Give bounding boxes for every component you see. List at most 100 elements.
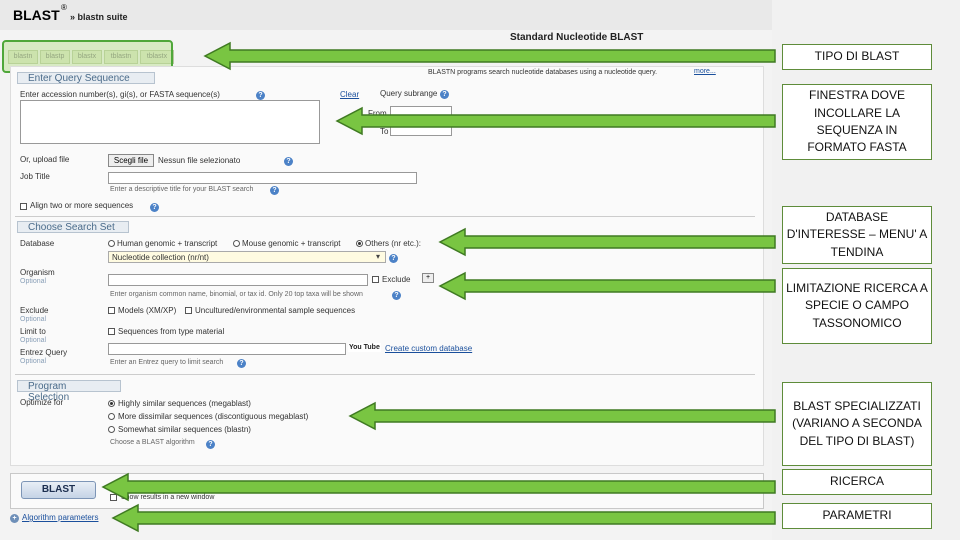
- help-icon[interactable]: ?: [284, 157, 293, 166]
- algorithm-hint: Choose a BLAST algorithm: [110, 439, 195, 446]
- tab-blastx[interactable]: blastx: [72, 50, 102, 64]
- help-icon[interactable]: ?: [270, 186, 279, 195]
- accession-label: Enter accession number(s), gi(s), or FAS…: [20, 90, 220, 99]
- limit-optional: Optional: [20, 337, 47, 344]
- from-label: From: [368, 109, 387, 118]
- blastn-radio[interactable]: [108, 426, 115, 433]
- arrow-ricerca: [101, 472, 776, 502]
- help-icon[interactable]: ?: [389, 254, 398, 263]
- exclude-organism-label: Exclude: [382, 275, 411, 284]
- arrow-database: [438, 227, 776, 257]
- intro-text: BLASTN programs search nucleotide databa…: [428, 69, 658, 76]
- to-label: To: [380, 127, 389, 136]
- tab-tblastn[interactable]: tblastn: [104, 50, 138, 64]
- callout-finestra: FINESTRA DOVE INCOLLARE LA SEQUENZA IN F…: [782, 84, 932, 160]
- type-material-checkbox[interactable]: [108, 328, 115, 335]
- query-sequence-textarea[interactable]: [20, 100, 320, 144]
- chevron-down-icon[interactable]: ▾: [376, 252, 381, 261]
- entrez-optional: Optional: [20, 358, 47, 365]
- help-icon[interactable]: ?: [150, 203, 159, 212]
- callout-database: DATABASE D'INTERESSE – MENU' A TENDINA: [782, 206, 932, 264]
- db-others-radio[interactable]: [356, 240, 363, 247]
- help-icon[interactable]: ?: [392, 291, 401, 300]
- models-label: Models (XM/XP): [118, 306, 177, 315]
- optimize-label: Optimize for: [20, 398, 64, 407]
- create-custom-db-link[interactable]: Create custom database: [385, 344, 473, 353]
- blast-screenshot: BLAST ® » blastn suite Standard Nucleoti…: [0, 0, 772, 540]
- organism-optional: Optional: [20, 278, 47, 285]
- arrow-specializzati: [348, 401, 776, 431]
- arrow-parametri: [111, 503, 776, 533]
- blastn-label: Somewhat similar sequences (blastn): [118, 425, 251, 434]
- program-section-title[interactable]: Program Selection: [17, 380, 121, 403]
- arrow-limitazione: [438, 271, 776, 301]
- youtube-logo[interactable]: You Tube: [348, 343, 381, 352]
- dc-megablast-label: More dissimilar sequences (discontiguous…: [118, 412, 309, 421]
- exclude-label: Exclude: [20, 306, 49, 315]
- tab-tblastx[interactable]: tblastx: [140, 50, 174, 64]
- organism-input[interactable]: [108, 274, 368, 286]
- megablast-radio[interactable]: [108, 400, 115, 407]
- no-file-text: Nessun file selezionato: [158, 156, 241, 165]
- models-checkbox[interactable]: [108, 307, 115, 314]
- exclude-optional: Optional: [20, 316, 47, 323]
- uncultured-label: Uncultured/environmental sample sequence…: [195, 306, 356, 315]
- type-material-label: Sequences from type material: [118, 327, 225, 336]
- db-others-label: Others (nr etc.):: [365, 239, 422, 248]
- clear-link[interactable]: Clear: [340, 90, 360, 99]
- help-icon[interactable]: ?: [237, 359, 246, 368]
- job-title-hint: Enter a descriptive title for your BLAST…: [110, 186, 254, 193]
- search-set-section-title[interactable]: Choose Search Set: [17, 221, 129, 233]
- entrez-label: Entrez Query: [20, 348, 68, 357]
- page-title: Standard Nucleotide BLAST: [510, 32, 644, 43]
- choose-file-button[interactable]: Scegli file: [108, 154, 154, 167]
- arrow-tipo-blast: [203, 41, 776, 71]
- blast-logo[interactable]: BLAST: [13, 7, 60, 23]
- uncultured-checkbox[interactable]: [185, 307, 192, 314]
- new-window-checkbox[interactable]: [110, 494, 117, 501]
- help-icon[interactable]: ?: [206, 440, 215, 449]
- entrez-hint: Enter an Entrez query to limit search: [110, 359, 224, 366]
- section-divider: [15, 374, 755, 375]
- algorithm-parameters-link[interactable]: Algorithm parameters: [22, 513, 99, 522]
- align-two-checkbox[interactable]: [20, 203, 27, 210]
- megablast-label: Highly similar sequences (megablast): [118, 399, 251, 408]
- database-label: Database: [20, 239, 55, 248]
- callout-specializzati: BLAST SPECIALIZZATI (VARIANO A SECONDA D…: [782, 382, 932, 466]
- query-section-title[interactable]: Enter Query Sequence: [17, 72, 155, 84]
- callout-tipo-blast: TIPO DI BLAST: [782, 44, 932, 70]
- arrow-finestra: [335, 106, 776, 136]
- exclude-organism-checkbox[interactable]: [372, 276, 379, 283]
- db-mouse-radio[interactable]: [233, 240, 240, 247]
- entrez-input[interactable]: [108, 343, 346, 355]
- help-icon[interactable]: ?: [256, 91, 265, 100]
- align-two-label: Align two or more sequences: [30, 201, 134, 210]
- registered-mark: ®: [61, 3, 67, 12]
- job-title-input[interactable]: [108, 172, 417, 184]
- section-divider: [15, 216, 755, 217]
- callout-ricerca: RICERCA: [782, 469, 932, 495]
- db-human-radio[interactable]: [108, 240, 115, 247]
- organism-label: Organism: [20, 268, 55, 277]
- tab-blastn[interactable]: blastn: [8, 50, 38, 64]
- callout-parametri: PARAMETRI: [782, 503, 932, 529]
- more-link[interactable]: more...: [694, 68, 716, 75]
- program-tabs: blastn blastp blastx tblastn tblastx: [8, 50, 174, 64]
- upload-label: Or, upload file: [20, 155, 70, 164]
- help-icon[interactable]: ?: [440, 90, 449, 99]
- new-window-label: Show results in a new window: [121, 494, 215, 501]
- breadcrumb[interactable]: » blastn suite: [70, 12, 128, 22]
- organism-hint: Enter organism common name, binomial, or…: [110, 291, 363, 298]
- database-select[interactable]: Nucleotide collection (nr/nt): [108, 251, 386, 263]
- dc-megablast-radio[interactable]: [108, 413, 115, 420]
- header-bar: BLAST ® » blastn suite: [0, 0, 772, 30]
- query-subrange-label: Query subrange: [380, 89, 438, 98]
- expand-icon[interactable]: +: [10, 514, 19, 523]
- tab-blastp[interactable]: blastp: [40, 50, 70, 64]
- job-title-label: Job Title: [20, 172, 50, 181]
- add-organism-button[interactable]: +: [422, 273, 434, 283]
- blast-button[interactable]: BLAST: [21, 481, 96, 499]
- db-mouse-label: Mouse genomic + transcript: [242, 239, 341, 248]
- callout-limitazione: LIMITAZIONE RICERCA A SPECIE O CAMPO TAS…: [782, 268, 932, 344]
